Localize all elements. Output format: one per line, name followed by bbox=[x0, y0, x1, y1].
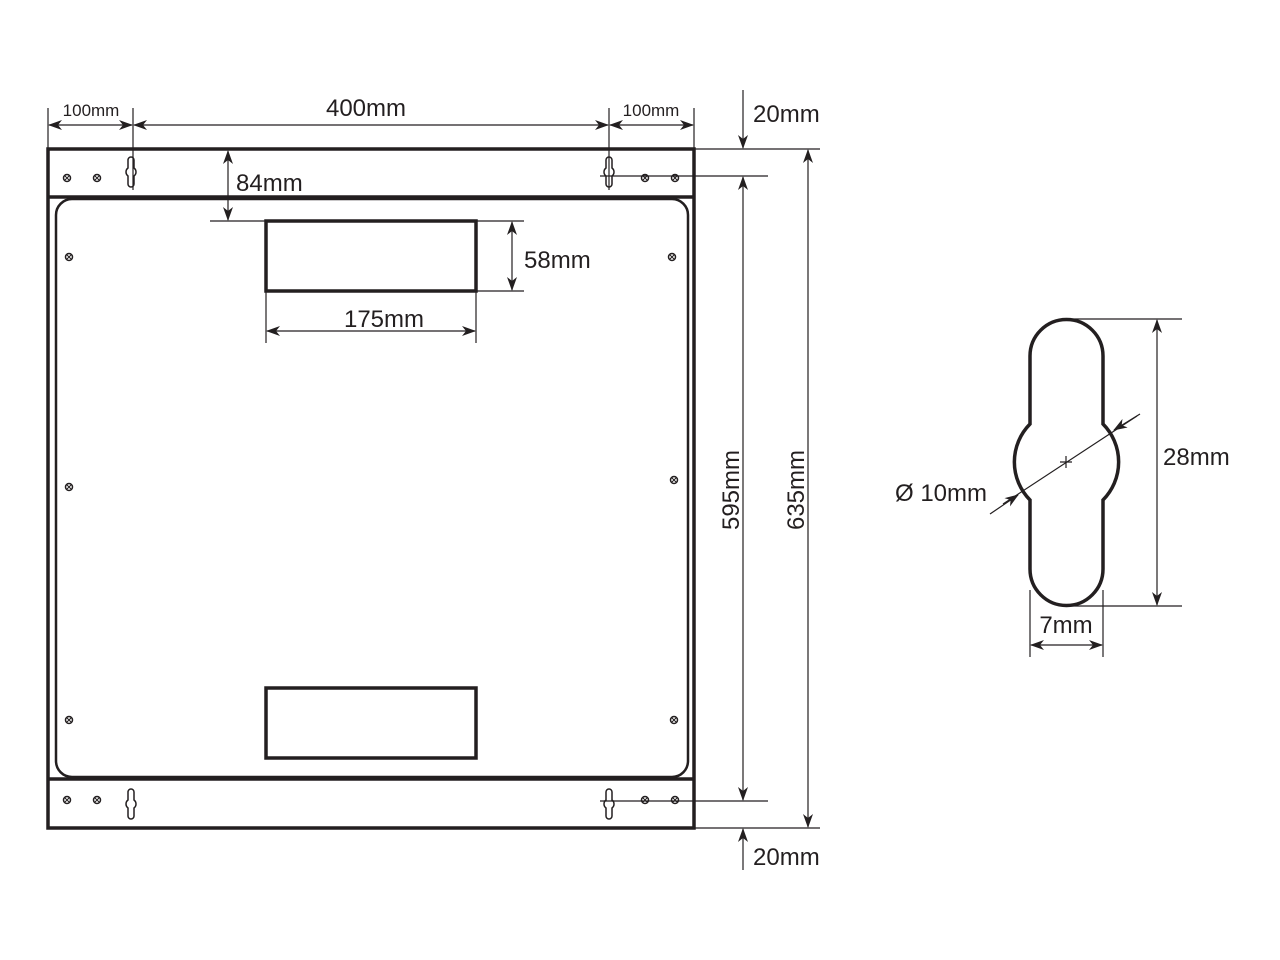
top-cable-cutout bbox=[264, 219, 478, 293]
right-dimensions: 20mm 20mm 595mm 635mm bbox=[600, 90, 820, 871]
dim-hole-diameter: Ø 10mm bbox=[895, 480, 987, 507]
dim-cutout-offset: 84mm bbox=[236, 170, 303, 197]
cutout-dimensions: 84mm 58mm 175mm bbox=[210, 150, 591, 343]
dim-right-offset: 100mm bbox=[623, 101, 680, 120]
inner-panel bbox=[54, 197, 690, 779]
dim-cutout-width: 175mm bbox=[344, 306, 424, 333]
keyhole-outline bbox=[1012, 317, 1121, 608]
dim-center-span: 400mm bbox=[326, 95, 406, 122]
dim-left-offset: 100mm bbox=[63, 101, 120, 120]
top-dimensions: 100mm 400mm 100mm bbox=[47, 95, 695, 190]
dim-keyhole-length: 28mm bbox=[1163, 444, 1230, 471]
dim-inner-height: 595mm bbox=[718, 450, 745, 530]
outer-frame bbox=[46, 147, 696, 830]
dim-keyhole-width: 7mm bbox=[1039, 612, 1092, 639]
dim-cutout-height: 58mm bbox=[524, 247, 591, 274]
dim-total-height: 635mm bbox=[783, 450, 810, 530]
bottom-cable-cutout bbox=[264, 686, 478, 760]
cabinet-front-view bbox=[46, 147, 696, 830]
dim-bottom-margin: 20mm bbox=[753, 844, 820, 871]
dim-top-margin: 20mm bbox=[753, 101, 820, 128]
keyhole-detail: Ø 10mm 28mm 7mm bbox=[895, 317, 1230, 657]
